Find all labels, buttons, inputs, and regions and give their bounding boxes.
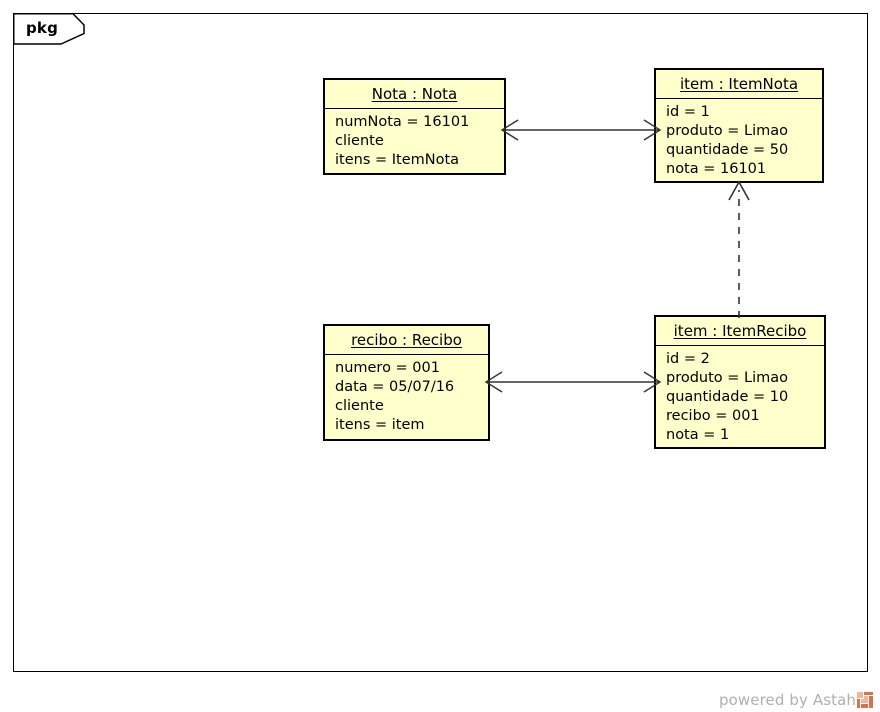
object-box-nota-title: Nota : Nota	[371, 85, 458, 103]
attribute-row: itens = item	[335, 417, 425, 433]
attribute-row: quantidade = 10	[666, 389, 789, 405]
object-box-nota-header: Nota : Nota	[325, 80, 504, 109]
attribute-row: produto = Limao	[666, 123, 789, 139]
object-box-itemnota-header: item : ItemNota	[656, 70, 822, 99]
attribute-row: recibo = 001	[666, 408, 760, 424]
link-recibo-itemrecibo-line	[484, 371, 662, 393]
object-box-recibo-title: recibo : Recibo	[351, 331, 462, 349]
object-box-itemnota-title: item : ItemNota	[679, 75, 799, 93]
attribute-row: cliente	[335, 398, 384, 414]
attribute-row: itens = ItemNota	[335, 152, 460, 168]
object-box-recibo[interactable]: recibo : Recibo numero = 001 data = 05/0…	[323, 324, 490, 441]
frame-tab-shape	[13, 13, 85, 45]
attribute-row: nota = 1	[666, 427, 730, 443]
object-box-nota-attributes: numNota = 16101 cliente itens = ItemNota	[325, 109, 504, 174]
attribute-row: cliente	[335, 133, 384, 149]
object-box-itemrecibo-attributes: id = 2 produto = Limao quantidade = 10 r…	[656, 346, 824, 449]
attribute-row: numNota = 16101	[335, 114, 470, 130]
object-box-itemrecibo-title: item : ItemRecibo	[673, 322, 807, 340]
object-box-itemnota[interactable]: item : ItemNota id = 1 produto = Limao q…	[654, 68, 824, 183]
dependency-arrow-line	[728, 180, 750, 318]
object-box-nota[interactable]: Nota : Nota numNota = 16101 cliente iten…	[323, 78, 506, 175]
attribute-row: data = 05/07/16	[335, 379, 455, 395]
attribute-row: nota = 16101	[666, 161, 767, 177]
attribute-row: numero = 001	[335, 360, 440, 376]
object-box-recibo-attributes: numero = 001 data = 05/07/16 cliente ite…	[325, 355, 488, 439]
attribute-row: id = 2	[666, 351, 710, 367]
dependency-itemrecibo-to-itemnota[interactable]	[710, 178, 770, 320]
object-box-itemrecibo-header: item : ItemRecibo	[656, 317, 824, 346]
watermark-text: powered by Astah	[719, 691, 856, 709]
watermark: powered by Astah	[719, 692, 873, 709]
link-recibo-itemrecibo[interactable]	[484, 362, 662, 402]
package-frame-tab	[13, 13, 85, 45]
package-frame-label: pkg	[26, 19, 59, 37]
astah-logo-icon	[857, 692, 873, 708]
object-box-recibo-header: recibo : Recibo	[325, 326, 488, 355]
link-nota-itemnota-line	[500, 119, 662, 141]
package-frame	[13, 13, 868, 672]
object-box-itemrecibo[interactable]: item : ItemRecibo id = 2 produto = Limao…	[654, 315, 826, 449]
link-nota-itemnota[interactable]	[500, 110, 662, 150]
attribute-row: quantidade = 50	[666, 142, 789, 158]
object-box-itemnota-attributes: id = 1 produto = Limao quantidade = 50 n…	[656, 99, 822, 183]
attribute-row: id = 1	[666, 104, 710, 120]
attribute-row: produto = Limao	[666, 370, 789, 386]
astah-logo-shape	[857, 692, 873, 708]
